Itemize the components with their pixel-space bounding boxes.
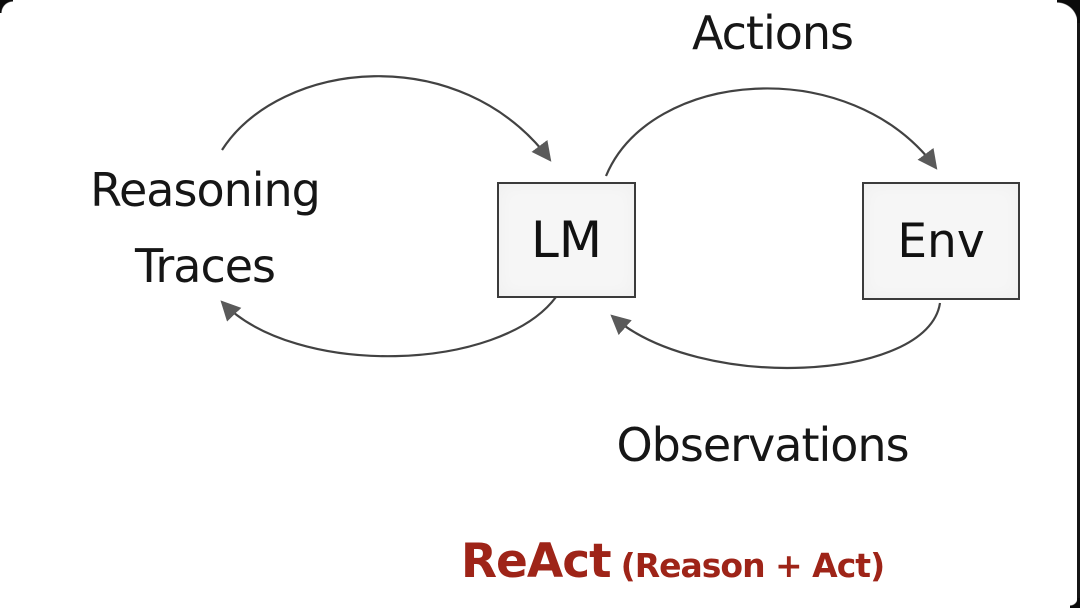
- frame-corner-bottom-right: [1070, 598, 1080, 608]
- lm-node: LM: [497, 182, 636, 298]
- label-observations: Observations: [616, 418, 909, 472]
- env-node-label: Env: [897, 213, 985, 269]
- frame-corner-top-right: [1057, 0, 1080, 23]
- label-actions: Actions: [691, 6, 854, 60]
- label-reasoning-traces: Reasoning Traces: [60, 152, 350, 304]
- env-node: Env: [862, 182, 1020, 300]
- frame-corner-top-left: [0, 0, 13, 13]
- diagram-title: ReAct(Reason + Act): [380, 534, 965, 589]
- title-sub: (Reason + Act): [620, 546, 886, 585]
- edge-traces-to-lm-arrow: [221, 75, 552, 162]
- frame-right-edge: [1077, 0, 1080, 608]
- reasoning-line2: Traces: [135, 239, 276, 293]
- edge-lm-to-traces-arrow: [220, 296, 557, 358]
- reasoning-line1: Reasoning: [90, 163, 321, 217]
- title-main: ReAct: [460, 534, 612, 589]
- lm-node-label: LM: [531, 211, 602, 269]
- edge-observations-arrow: [610, 302, 942, 370]
- edge-actions-arrow: [604, 87, 938, 177]
